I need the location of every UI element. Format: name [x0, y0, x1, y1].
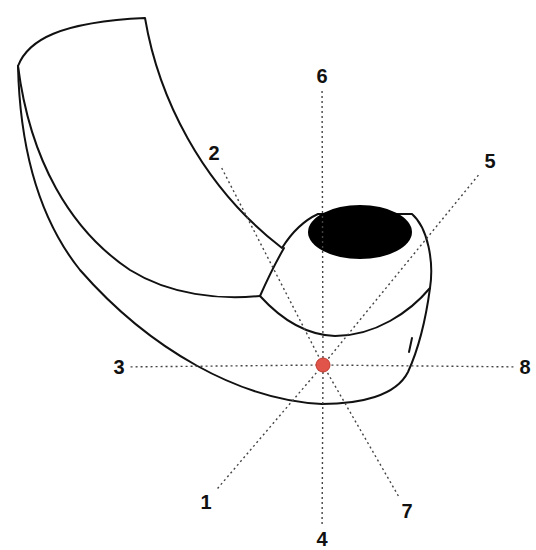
callout-number: 3	[111, 356, 126, 378]
body-outline	[18, 18, 431, 404]
callout-number: 4	[314, 528, 329, 550]
callout-number: 5	[482, 150, 497, 172]
callout-number: 1	[198, 491, 213, 513]
radial-ray	[218, 363, 325, 488]
callout-number: 8	[517, 356, 532, 378]
callout-number: 2	[206, 142, 221, 164]
pad-tick	[409, 338, 412, 352]
center-point	[316, 358, 330, 372]
fold-line	[18, 66, 260, 297]
radial-ray	[222, 168, 324, 367]
radial-ray	[322, 363, 398, 496]
radial-ray	[321, 365, 513, 367]
pad-lip	[260, 288, 430, 336]
callout-number: 6	[314, 65, 329, 87]
radial-ray	[321, 91, 323, 367]
radial-ray	[131, 365, 325, 367]
ray-group	[131, 91, 514, 524]
radial-ray	[321, 363, 323, 524]
callout-number: 7	[399, 500, 414, 522]
pad-edge	[260, 248, 284, 296]
radial-ray	[322, 175, 479, 366]
opening	[308, 205, 412, 259]
